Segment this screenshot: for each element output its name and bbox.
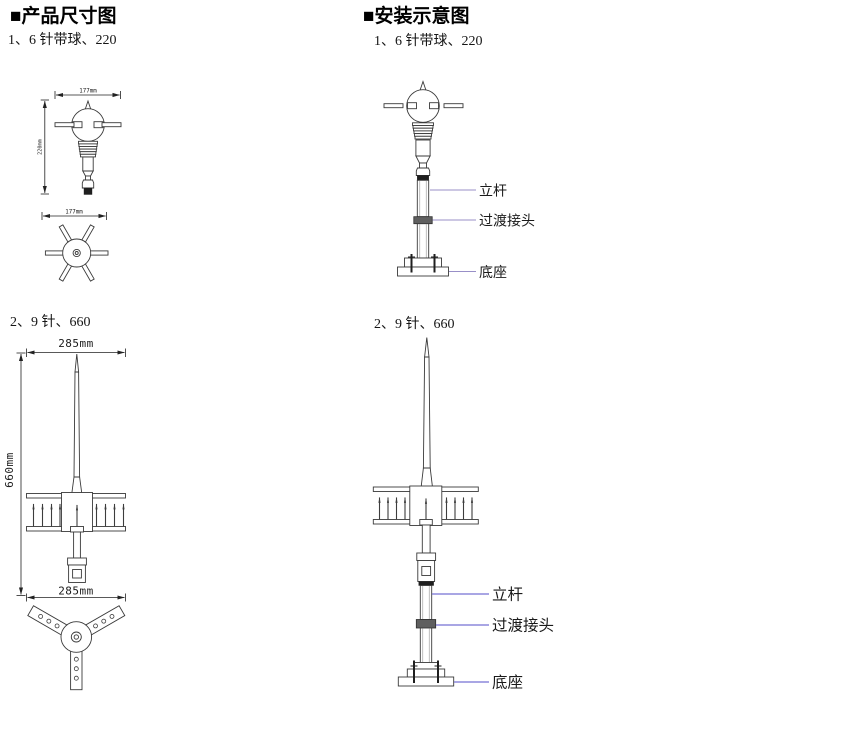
- install1-callouts: 立杆 过渡接头 底座: [430, 183, 535, 281]
- dim-height: 660mm: [3, 352, 26, 596]
- item1-title-left: 1、6 针带球、220: [8, 33, 117, 48]
- front-view-ball-head: [54, 99, 122, 195]
- base-flange: [404, 257, 442, 268]
- top-view-3-arms: [27, 605, 126, 691]
- rod-socket-right: [429, 102, 439, 110]
- upper-shaft: [415, 139, 431, 157]
- arm-down: [70, 649, 83, 691]
- lower-pole: [419, 627, 433, 667]
- ribbed-section: [412, 122, 434, 140]
- base-flange: [406, 668, 446, 678]
- rod-socket-left: [407, 102, 417, 110]
- install2-base: [397, 660, 455, 687]
- dim-topview-label: 177mm: [65, 209, 83, 215]
- part-label-base: 底座: [479, 265, 507, 281]
- ribbed-section: [78, 140, 98, 158]
- thread-tip-dark: [83, 187, 93, 195]
- dim-width-topview: 285mm: [26, 585, 126, 602]
- lower-shaft: [73, 531, 81, 559]
- install1-head: [383, 80, 464, 181]
- front-view-9pin: [26, 353, 126, 583]
- part-label-joint: 过渡接头: [492, 617, 554, 635]
- top-view-6-spokes: 177mm: [41, 209, 109, 282]
- install2-needle-head: [372, 337, 479, 586]
- lower-shaft: [421, 524, 431, 554]
- part-label-base: 底座: [492, 674, 523, 692]
- lower-pole: [416, 223, 430, 259]
- side-rod-left: [383, 103, 404, 109]
- dim-height-label: 220mm: [38, 139, 44, 155]
- hub-center-inner: [73, 634, 79, 640]
- needle-cone: [71, 476, 83, 494]
- connector-hole: [421, 566, 432, 576]
- base-step: [413, 662, 439, 670]
- part-label-pole: 立杆: [492, 586, 523, 604]
- base-plate: [397, 676, 455, 687]
- side-pins: [32, 503, 125, 527]
- needle-cone: [420, 467, 433, 487]
- dim-width-front: 177mm: [54, 89, 121, 99]
- dim-width-label: 177mm: [79, 89, 97, 95]
- dim-topview-label: 285mm: [58, 585, 94, 598]
- needle-body: [422, 356, 431, 469]
- section-title-product-dimensions: ■产品尺寸图: [10, 6, 117, 27]
- item2-title-left: 2、9 针、660: [10, 315, 91, 330]
- hub-tab: [419, 519, 433, 526]
- shaft-taper: [82, 170, 94, 177]
- needle-body: [73, 371, 81, 478]
- shaft-taper: [415, 155, 431, 164]
- dim-width-topview: 177mm: [41, 209, 107, 220]
- dim-width-label: 285mm: [58, 337, 94, 350]
- anchor-bolts: [408, 254, 438, 273]
- collar: [67, 557, 87, 566]
- side-rod-right: [101, 122, 122, 128]
- needle-tip: [74, 353, 80, 373]
- side-rod-right: [443, 103, 464, 109]
- neck: [85, 175, 91, 181]
- coupling: [413, 216, 433, 225]
- thread-nub: [81, 179, 95, 189]
- flare: [415, 167, 431, 176]
- base-plate: [397, 266, 449, 277]
- needle-tip: [424, 337, 430, 358]
- arm-upper-right: [83, 605, 126, 637]
- hub-center-inner: [74, 251, 79, 255]
- item1-title-right: 1、6 针带球、220: [374, 34, 483, 49]
- install1-pole-assembly: [413, 179, 433, 259]
- dark-band: [418, 581, 434, 586]
- install2-pole-assembly: [415, 585, 437, 667]
- hub-tab: [70, 526, 84, 533]
- part-label-joint: 过渡接头: [479, 212, 535, 229]
- figure-product1-dimension-drawing: 177mm 220mm: [38, 89, 122, 282]
- pole: [419, 585, 433, 620]
- dim-width-front: 285mm: [26, 337, 126, 357]
- pole: [416, 179, 430, 218]
- connector-hole: [72, 569, 82, 579]
- figure-product2-dimension-drawing: 285mm 660mm: [3, 337, 126, 691]
- dark-band: [417, 175, 429, 181]
- figure-install1-drawing: 立杆 过渡接头 底座: [383, 80, 535, 281]
- dim-height-label: 660mm: [3, 452, 16, 488]
- collar: [416, 552, 437, 561]
- item2-title-right: 2、9 针、660: [374, 317, 455, 332]
- ball: [406, 89, 440, 123]
- dim-height: 220mm: [38, 99, 49, 195]
- anchor-bolts: [410, 660, 442, 683]
- section-title-installation: ■安装示意图: [363, 6, 470, 27]
- install1-base: [397, 254, 449, 277]
- shaft: [82, 156, 94, 172]
- part-label-pole: 立杆: [479, 183, 507, 199]
- side-rod-left: [54, 122, 75, 128]
- side-pins: [378, 496, 474, 520]
- coupling: [415, 619, 437, 629]
- neck: [419, 162, 427, 169]
- figure-install2-drawing: 立杆 过渡接头 底座: [372, 337, 554, 692]
- install2-callouts: 立杆 过渡接头 底座: [432, 586, 554, 692]
